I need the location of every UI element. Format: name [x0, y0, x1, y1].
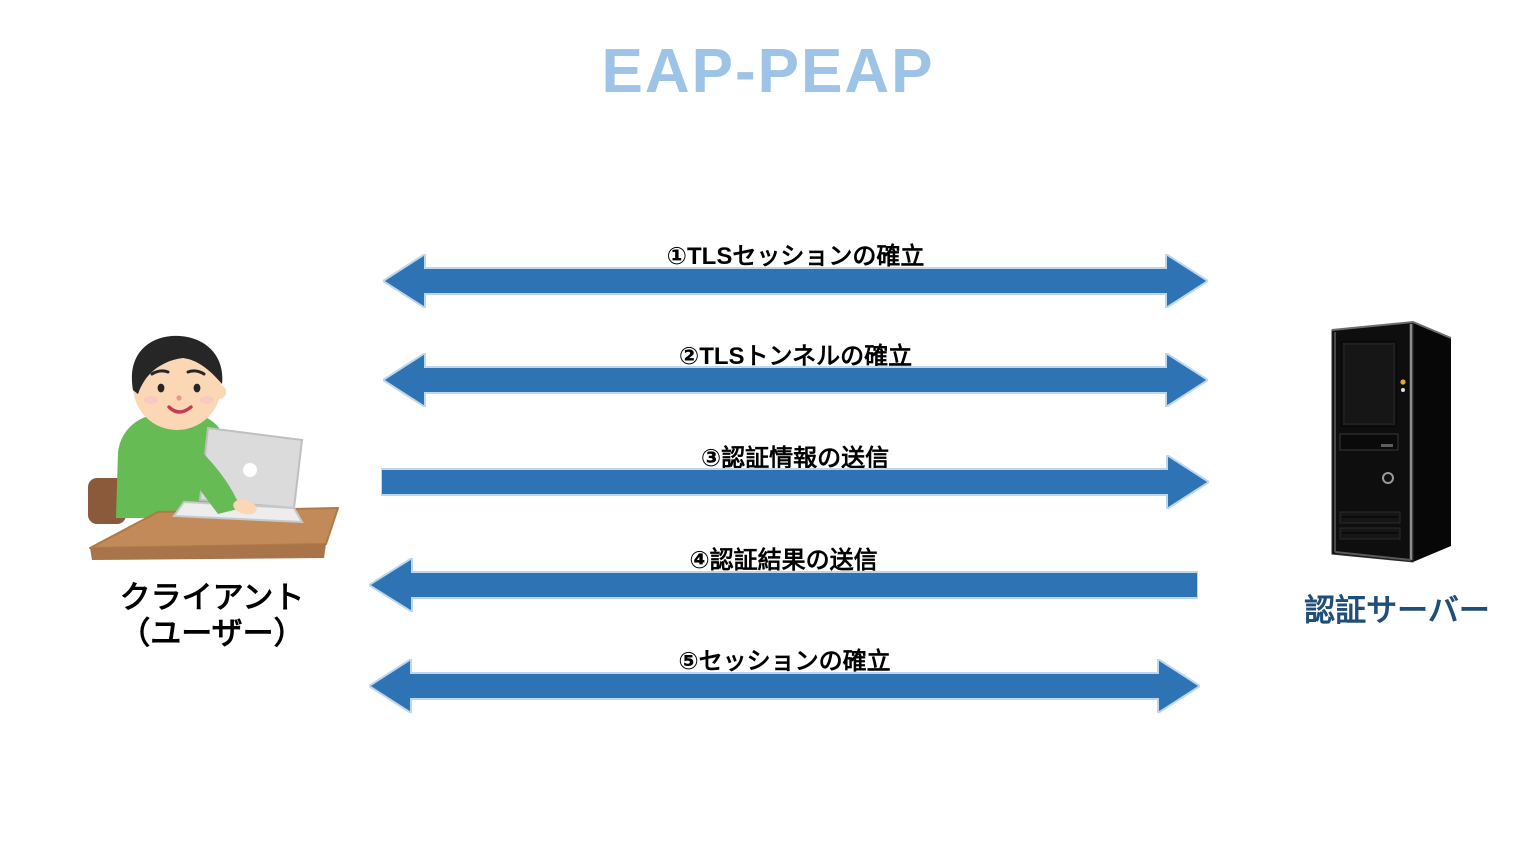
arrow-step-5-both [369, 659, 1200, 713]
arrow-label-step-4: ④認証結果の送信 [689, 547, 878, 574]
power-button [1382, 472, 1394, 484]
server-bottom-highlight [1334, 551, 1412, 561]
drive-bay [1339, 433, 1399, 451]
status-led [1401, 388, 1405, 392]
hair-side [132, 358, 142, 394]
server-illustration [1331, 320, 1452, 563]
server-side [1413, 322, 1451, 562]
arrow-step-1-both [383, 254, 1208, 308]
client-label-line2: （ユーザー） [119, 616, 305, 651]
arrow-label-step-3: ③認証情報の送信 [700, 445, 890, 472]
blush-right [200, 396, 214, 404]
client-label-line1: クライアント [119, 580, 305, 615]
arrow-label-step-2: ②TLSトンネルの確立 [678, 343, 913, 370]
server-top-highlight [1331, 320, 1452, 339]
eyebrow-right [186, 369, 206, 376]
server-mesh-inner [1345, 345, 1393, 423]
page-title: EAP-PEAP [601, 37, 935, 106]
arrow-label-step-1: ①TLSセッションの確立 [666, 243, 925, 270]
left-arrow-icon [369, 558, 1198, 612]
eyebrow-left [150, 369, 170, 376]
laptop-logo [243, 463, 257, 477]
arrow-step-4-left [369, 558, 1198, 612]
client-label: クライアント （ユーザー） [82, 580, 342, 652]
blush-left [144, 396, 158, 404]
mouth [167, 405, 193, 414]
arrow-step-3-right [381, 455, 1209, 509]
double-arrow-icon [383, 353, 1208, 407]
drive-bay-slot [1381, 444, 1393, 447]
arm [194, 450, 242, 514]
ear [212, 385, 226, 399]
client-illustration [88, 335, 339, 560]
arrow-label-step-5: ⑤セッションの確立 [678, 648, 891, 675]
hair [131, 335, 223, 394]
server-label: 認証サーバー [1304, 593, 1490, 628]
double-arrow-icon [369, 659, 1200, 713]
double-arrow-icon [383, 254, 1208, 308]
eye-left [157, 383, 165, 393]
arrow-step-2-both [383, 353, 1208, 407]
nose [176, 395, 182, 401]
right-arrow-icon [381, 455, 1209, 509]
desk-edge [90, 544, 326, 560]
laptop-keyboard [172, 500, 304, 524]
hand [233, 499, 257, 515]
eye-right [193, 383, 201, 393]
power-led [1400, 379, 1406, 385]
